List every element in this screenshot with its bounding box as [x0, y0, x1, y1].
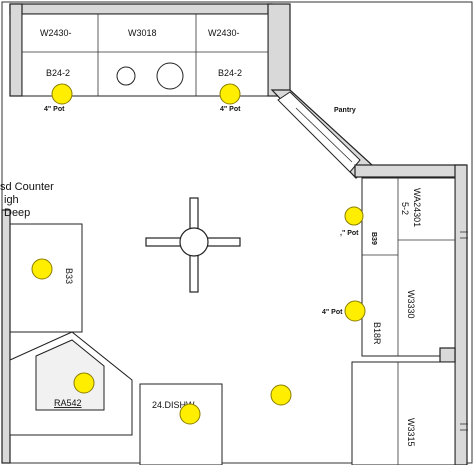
pot-light-icon	[270, 384, 292, 406]
cabinet-right-upper-1: WA24301	[412, 188, 422, 227]
cabinet-base-right: B24-2	[218, 68, 242, 78]
right-top-corner-wall	[354, 164, 466, 178]
right-mid-wall-tab	[439, 347, 456, 363]
lower-right-cabinet	[351, 361, 456, 465]
sink-bowl-large	[156, 62, 184, 90]
pantry-inner-line	[295, 107, 353, 163]
pot-light-icon	[219, 83, 241, 105]
cabinet-wall-left: W2430-	[40, 28, 72, 38]
counter-note-line1: sd Counter	[0, 181, 54, 193]
pot-light-icon	[179, 403, 201, 425]
upper-cabinet-run	[21, 13, 269, 97]
cabinet-left-base: B33	[64, 268, 74, 284]
right-wall	[454, 164, 468, 465]
cabinet-wall-center: W3018	[128, 28, 157, 38]
cabinet-right-small: B39	[370, 232, 377, 245]
pantry-cabinet	[277, 91, 361, 173]
pot-light-label-2: 4" Pot	[220, 106, 241, 113]
left-wall	[1, 209, 11, 464]
right-cabinet-run	[361, 177, 456, 357]
counter-note-line3: Deep	[4, 207, 30, 219]
left-top-wall	[9, 3, 23, 97]
cabinet-right-wall-mid: W3330	[406, 290, 416, 319]
pot-light-label-4: 4" Pot	[322, 309, 343, 316]
counter-note-line2: igh	[4, 194, 19, 206]
pot-light-label-3: ," Pot	[340, 230, 359, 237]
pantry-label: Pantry	[334, 107, 356, 114]
cabinet-wall-right: W2430-	[208, 28, 240, 38]
top-wall	[9, 3, 273, 15]
pot-light-icon	[344, 300, 366, 322]
sink-bowl-small	[116, 66, 136, 86]
ceiling-fan-icon	[145, 197, 241, 293]
dishwasher-cabinet	[139, 383, 223, 465]
cabinet-sink-base: RA542	[54, 398, 82, 408]
cabinet-right-upper-2: 5-2	[400, 202, 410, 215]
pot-light-icon	[73, 372, 95, 394]
cabinet-dishwasher: 24.DISHW	[152, 400, 195, 410]
right-top-wall	[267, 3, 291, 97]
pot-light-icon	[344, 206, 364, 226]
cabinet-base-left: B24-2	[46, 68, 70, 78]
cabinet-right-wall-low: W3315	[406, 418, 416, 447]
cabinet-right-base: B18R	[372, 322, 382, 345]
pot-light-icon	[51, 83, 73, 105]
pot-light-icon	[31, 258, 53, 280]
pot-light-label-1: 4" Pot	[44, 106, 65, 113]
